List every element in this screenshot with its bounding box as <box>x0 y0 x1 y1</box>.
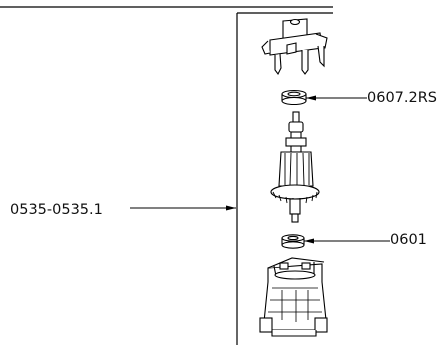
bearing-bottom-part <box>281 234 305 249</box>
brush-holder-part <box>261 18 328 76</box>
bearing-top-part <box>281 89 307 106</box>
callout-label-bearing-top: 0607.2RS <box>367 90 438 106</box>
stator-housing-part <box>259 257 328 337</box>
callout-label-armature-group: 0535-0535.1 <box>10 202 103 218</box>
armature-part <box>270 111 320 223</box>
callout-label-bearing-bottom: 0601 <box>390 232 427 248</box>
